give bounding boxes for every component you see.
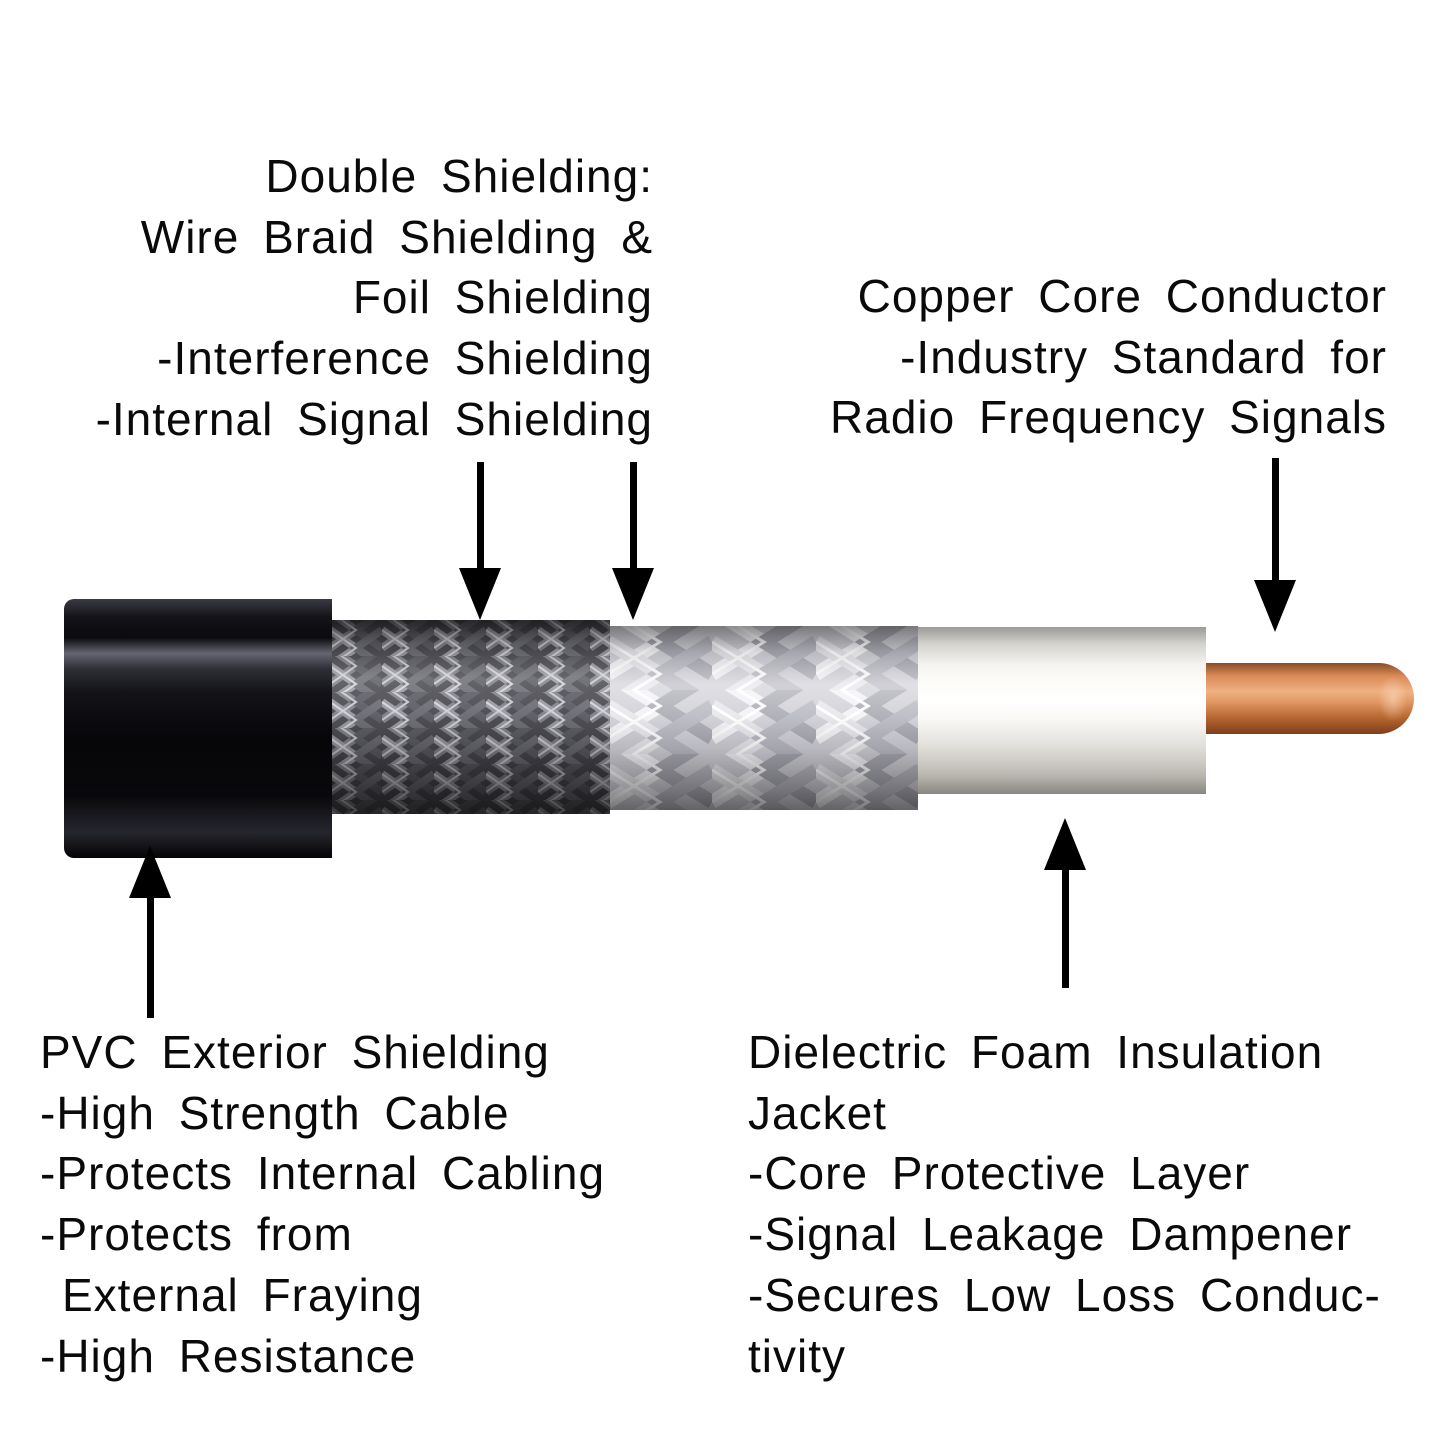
- double-shielding-line: Wire Braid Shielding &: [140, 210, 653, 263]
- arrow-head: [612, 568, 654, 620]
- double-shielding-line: -Internal Signal Shielding: [95, 392, 653, 445]
- label-double-shielding: Double Shielding: Wire Braid Shielding &…: [0, 146, 653, 450]
- foam-shading: [916, 627, 1206, 794]
- dielectric-title: Jacket: [748, 1086, 887, 1139]
- dielectric-title: Dielectric Foam Insulation: [748, 1026, 1324, 1078]
- pvc-line: -High Resistance: [40, 1329, 417, 1382]
- arrow-to-foam-insulation-icon: [1044, 818, 1086, 988]
- arrow-to-foil-shield-icon: [612, 462, 654, 620]
- dielectric-line: -Core Protective Layer: [748, 1147, 1251, 1200]
- dielectric-line: tivity: [748, 1329, 846, 1382]
- pvc-line: -High Strength Cable: [40, 1086, 510, 1139]
- dielectric-line: -Signal Leakage Dampener: [748, 1208, 1353, 1261]
- arrow-head: [1044, 818, 1086, 870]
- double-shielding-line: -Interference Shielding: [157, 332, 653, 385]
- copper-core-line: -Industry Standard for: [900, 330, 1387, 383]
- pvc-line: External Fraying: [62, 1268, 423, 1321]
- arrow-head: [459, 568, 501, 620]
- double-shielding-title: Double Shielding:: [265, 150, 653, 202]
- arrow-head: [129, 846, 171, 898]
- arrow-to-copper-core-icon: [1254, 458, 1296, 632]
- double-shielding-line: Foil Shielding: [352, 271, 653, 324]
- pvc-line: -Protects from: [40, 1208, 353, 1261]
- arrow-shaft: [1271, 458, 1279, 580]
- copper-core-title: Copper Core Conductor: [857, 270, 1387, 322]
- label-dielectric-foam: Dielectric Foam Insulation Jacket -Core …: [748, 1022, 1428, 1386]
- pvc-line: -Protects Internal Cabling: [40, 1147, 606, 1200]
- label-pvc-exterior: PVC Exterior Shielding -High Strength Ca…: [40, 1022, 720, 1386]
- arrow-to-pvc-jacket-icon: [129, 846, 171, 1018]
- dielectric-line: -Secures Low Loss Conduc-: [748, 1268, 1381, 1321]
- foil-shading: [608, 626, 918, 810]
- pvc-title: PVC Exterior Shielding: [40, 1026, 550, 1078]
- arrow-shaft: [146, 898, 154, 1018]
- arrow-to-wire-braid-icon: [459, 462, 501, 620]
- foam-insulation-layer: [916, 627, 1206, 794]
- arrow-shaft: [629, 462, 637, 568]
- label-copper-core: Copper Core Conductor -Industry Standard…: [727, 266, 1387, 448]
- copper-tip-highlight: [1378, 675, 1408, 722]
- arrow-shaft: [476, 462, 484, 568]
- copper-core-line: Radio Frequency Signals: [830, 391, 1387, 444]
- copper-core-layer: [1204, 663, 1414, 734]
- arrow-head: [1254, 580, 1296, 632]
- pvc-jacket-layer: [64, 599, 332, 858]
- foil-shield-layer: [608, 626, 918, 810]
- arrow-shaft: [1061, 870, 1069, 988]
- braid-shading: [330, 620, 610, 814]
- wire-braid-layer: [330, 620, 610, 814]
